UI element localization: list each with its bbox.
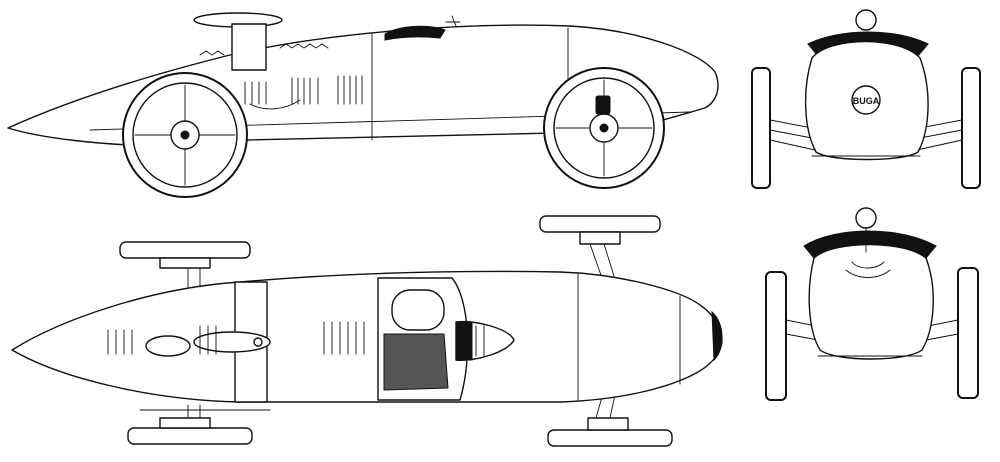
rear-right-suspension — [925, 319, 959, 341]
top-dash-shade — [455, 321, 473, 361]
top-seat-back — [391, 289, 445, 331]
side-cockpit-opening — [384, 25, 446, 41]
side-louver-row-top — [199, 43, 329, 56]
side-louvers — [244, 75, 363, 105]
top-front-axle — [539, 215, 673, 447]
top-body — [11, 270, 723, 403]
side-exhaust-pipe — [249, 99, 301, 110]
side-scoop-stem — [231, 23, 267, 71]
top-air-scoop — [193, 331, 271, 353]
rear-driver-head — [855, 207, 877, 229]
front-view: BUGA — [751, 9, 981, 189]
front-left-wheel — [751, 67, 771, 189]
top-seat — [383, 333, 449, 391]
top-scoop-cap — [253, 337, 263, 347]
rear-right-wheel — [957, 267, 979, 399]
top-oval-vent — [145, 335, 191, 357]
rear-left-wheel — [765, 271, 787, 401]
front-badge-text: BUGA — [853, 96, 880, 106]
rear-body — [808, 243, 934, 360]
rear-view — [765, 207, 979, 401]
top-rear-axle — [119, 241, 271, 445]
side-front-wheel — [543, 67, 665, 189]
top-nose-cap — [711, 310, 723, 362]
side-rear-wheel — [122, 72, 248, 198]
side-view — [7, 12, 719, 198]
rear-panel-detail — [845, 261, 891, 278]
front-driver-head — [855, 9, 877, 31]
front-left-suspension — [769, 119, 816, 151]
front-right-wheel — [961, 67, 981, 189]
top-steering-wheel — [475, 325, 485, 357]
side-windscreen — [445, 15, 461, 27]
top-louvers — [107, 321, 365, 355]
top-view — [11, 215, 723, 447]
front-badge — [851, 85, 881, 115]
